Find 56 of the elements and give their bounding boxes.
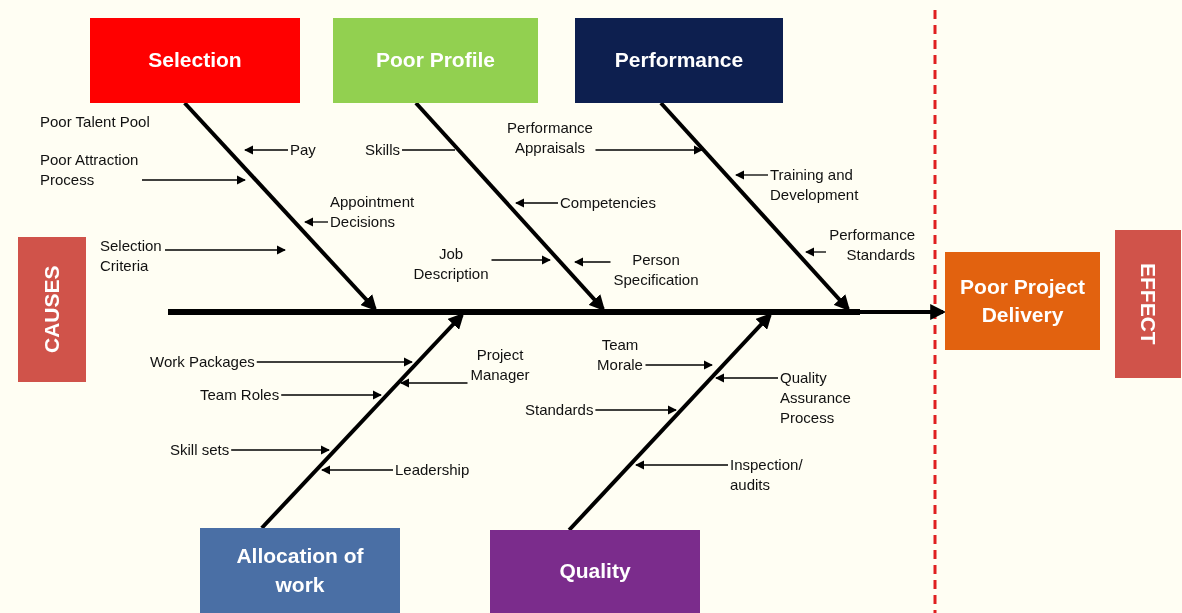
bone-arrow <box>260 312 465 530</box>
arrow <box>400 378 469 388</box>
spine-bar <box>168 309 860 315</box>
arrow <box>321 465 394 475</box>
category-box: Poor Profile <box>333 18 538 103</box>
cause-label: Quality Assurance Process <box>780 368 852 428</box>
cause-label: Appointment Decisions <box>330 192 416 232</box>
cause-label: Team Morale <box>596 335 644 375</box>
category-box: Allocation of work <box>200 528 400 613</box>
leader-line <box>401 149 456 151</box>
cause-label: Leadership <box>395 460 470 480</box>
cause-label: Selection Criteria <box>100 236 163 276</box>
bone-arrow <box>183 101 378 312</box>
cause-label: Project Manager <box>469 345 531 385</box>
arrow <box>141 175 246 185</box>
cause-label: Skills <box>365 140 400 160</box>
arrow <box>164 245 286 255</box>
arrow <box>280 390 382 400</box>
side-banner: CAUSES <box>18 237 86 382</box>
arrow <box>594 405 677 415</box>
side-banner: EFFECT <box>1115 230 1181 378</box>
bone-arrow <box>567 312 773 532</box>
category-box: Quality <box>490 530 700 613</box>
arrow <box>805 247 827 257</box>
cause-label: Inspection/ audits <box>730 455 804 495</box>
cause-label: Team Roles <box>200 385 280 405</box>
cause-label: Poor Attraction Process <box>40 150 140 190</box>
arrow <box>635 460 729 470</box>
cause-label: Pay <box>290 140 316 160</box>
cause-label: Training and Development <box>770 165 860 205</box>
bone-arrow <box>860 304 947 320</box>
category-box: Performance <box>575 18 783 103</box>
arrow <box>230 445 330 455</box>
arrow <box>574 257 612 267</box>
cause-label: Person Specification <box>612 250 700 290</box>
arrow <box>256 357 413 367</box>
bone-arrow <box>659 101 851 312</box>
arrow <box>515 198 559 208</box>
arrow <box>490 255 551 265</box>
cause-label: Job Description <box>412 244 490 284</box>
effect-box: Poor Project Delivery <box>945 252 1100 350</box>
bone-arrow <box>414 101 606 312</box>
cause-label: Competencies <box>560 193 656 213</box>
arrow <box>644 360 713 370</box>
arrow <box>594 145 703 155</box>
cause-label: Performance Standards <box>828 225 915 265</box>
cause-label: Skill sets <box>170 440 230 460</box>
arrow <box>244 145 289 155</box>
arrow <box>735 170 769 180</box>
cause-label: Work Packages <box>150 352 255 372</box>
cause-label: Performance Appraisals <box>506 118 594 158</box>
cause-label: Poor Talent Pool <box>40 112 150 132</box>
arrow <box>304 217 329 227</box>
arrow <box>715 373 779 383</box>
cause-label: Standards <box>525 400 594 420</box>
category-box: Selection <box>90 18 300 103</box>
